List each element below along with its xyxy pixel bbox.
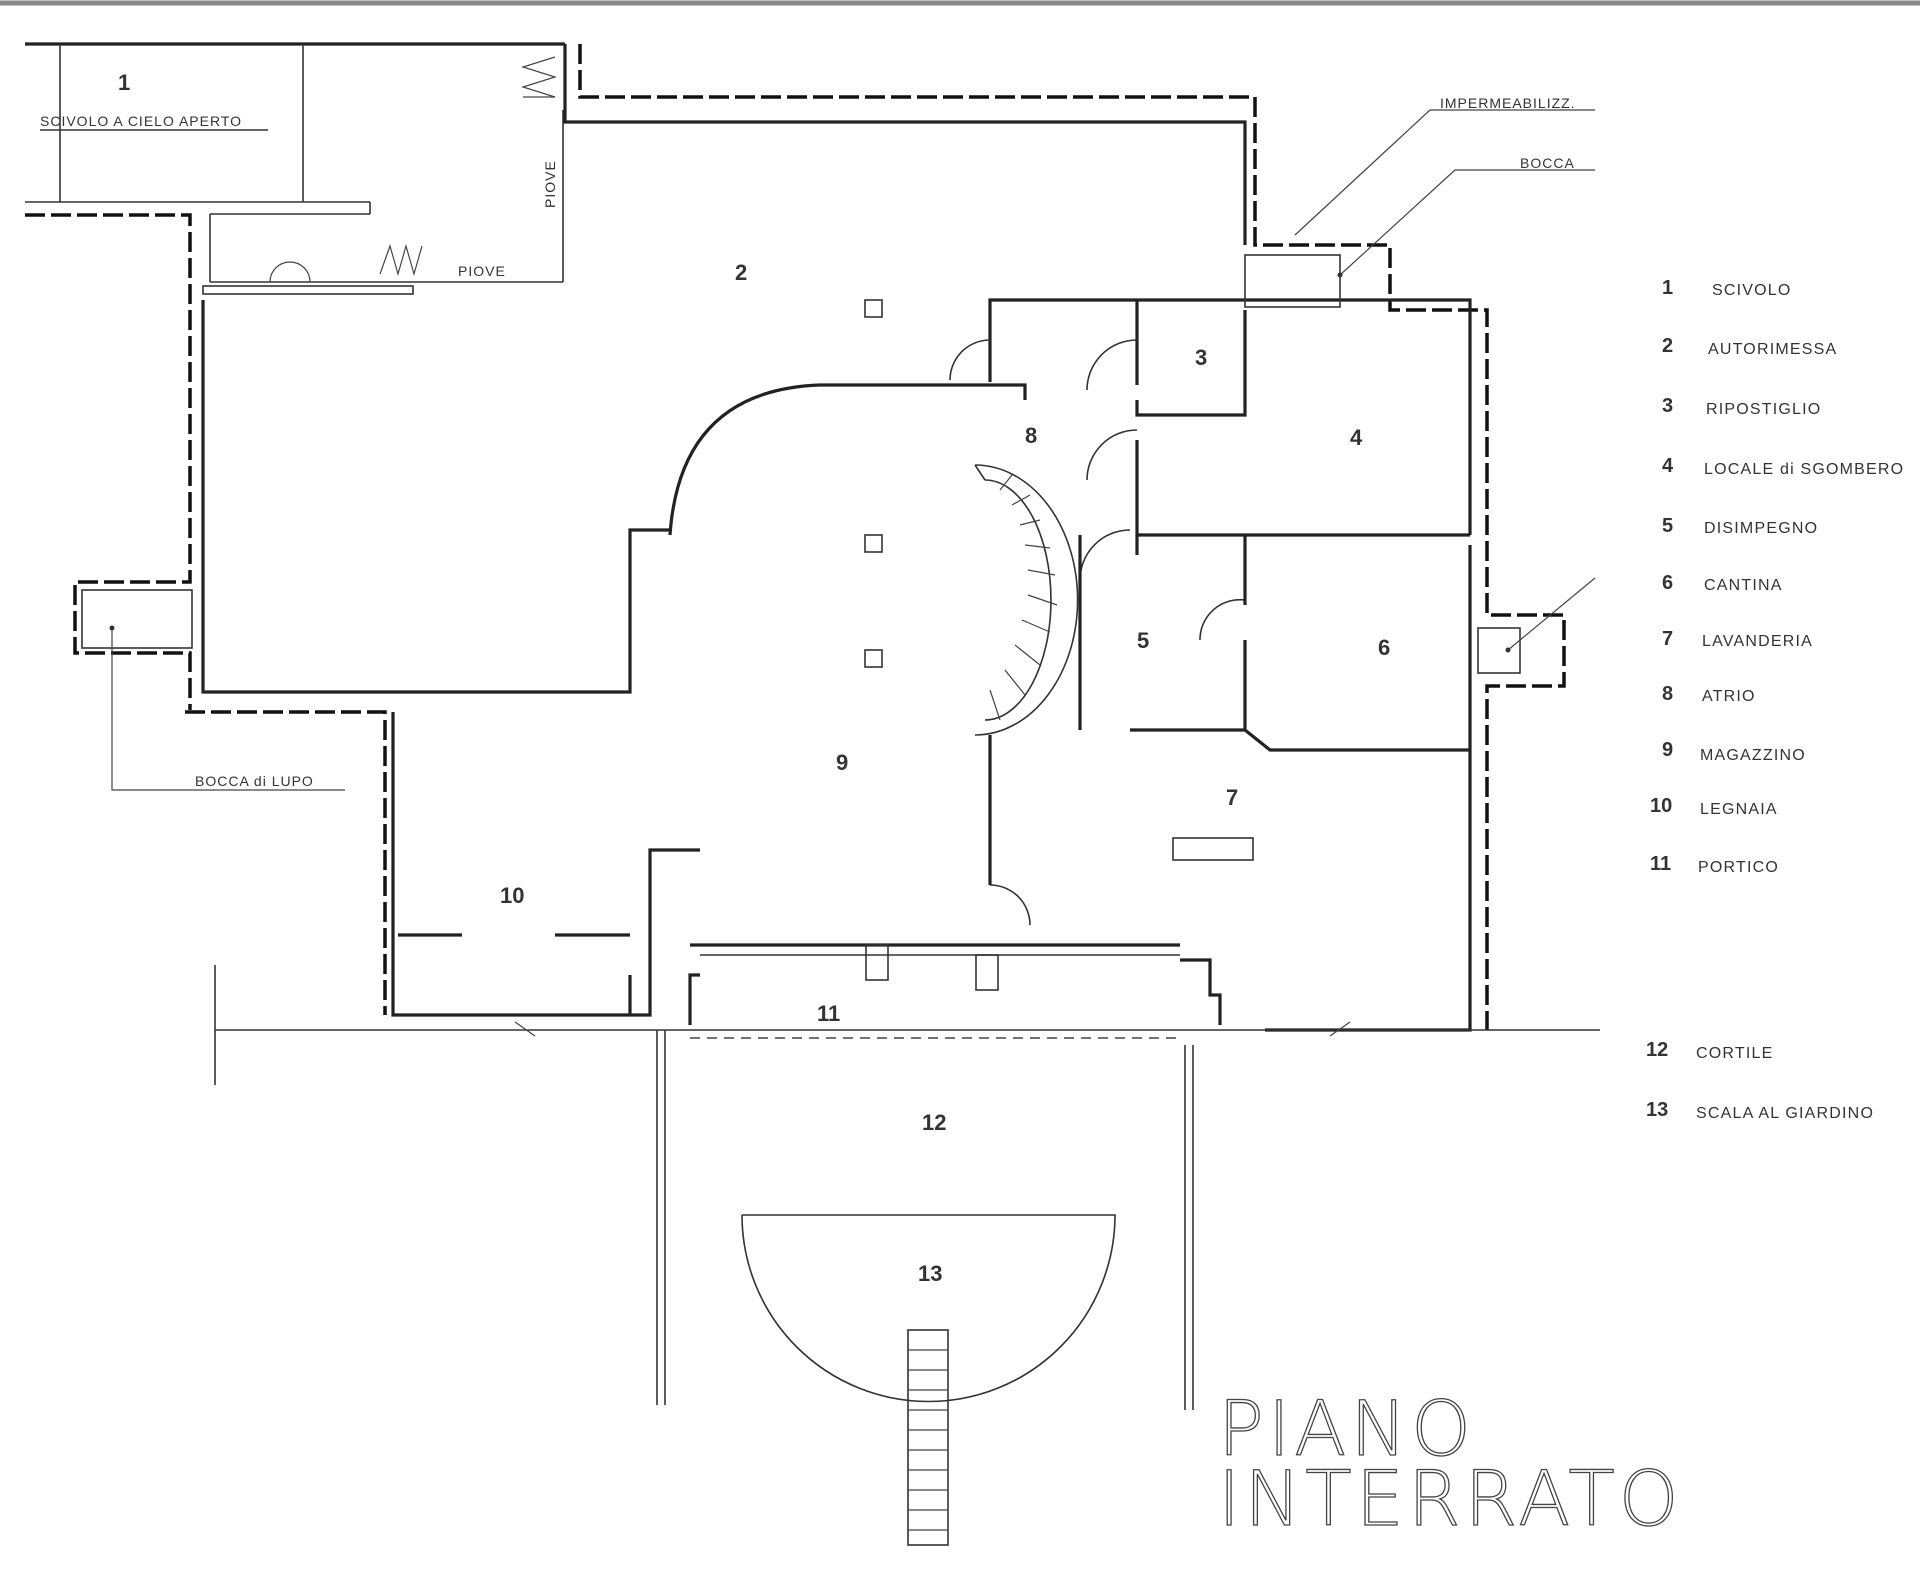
legend-label-11: PORTICO — [1698, 859, 1779, 876]
legend-num-11: 11 — [1650, 853, 1671, 875]
legend-num-5: 5 — [1662, 515, 1673, 537]
legend-num-6: 6 — [1662, 572, 1673, 594]
note-impermeabilizz: IMPERMEABILIZZ. — [1440, 95, 1576, 111]
room-number-1: 1 — [118, 70, 130, 95]
room-number-9: 9 — [836, 750, 848, 775]
legend-num-2: 2 — [1662, 335, 1673, 357]
legend-num-1: 1 — [1662, 277, 1673, 299]
legend-label-4: LOCALE di SGOMBERO — [1704, 461, 1904, 478]
legend-label-2: AUTORIMESSA — [1708, 341, 1837, 358]
legend-label-9: MAGAZZINO — [1700, 747, 1806, 764]
legend-num-3: 3 — [1662, 395, 1673, 417]
note-scivolo: SCIVOLO A CIELO APERTO — [40, 113, 242, 129]
legend-num-9: 9 — [1662, 739, 1673, 761]
room-number-11: 11 — [817, 1001, 840, 1026]
legend-label-10: LEGNAIA — [1700, 801, 1778, 818]
ramp-walls — [25, 42, 567, 295]
note-piove-1: PIOVE — [458, 263, 506, 279]
note-piove-2: PIOVE — [542, 160, 558, 208]
note-bocca-top: BOCCA — [1520, 155, 1575, 171]
garden-stair — [741, 1214, 1116, 1546]
legend-label-13: SCALA AL GIARDINO — [1696, 1105, 1874, 1122]
portico-courtyard — [214, 965, 1600, 1410]
room-number-2: 2 — [735, 260, 747, 285]
drawing-title: PIANO INTERRATO — [1217, 1383, 1683, 1543]
garage-walls — [81, 110, 1247, 1017]
legend-num-10: 10 — [1650, 795, 1672, 817]
legend-num-13: 13 — [1646, 1099, 1668, 1121]
note-bocca-di-lupo: BOCCA di LUPO — [195, 773, 314, 789]
legend-label-5: DISIMPEGNO — [1704, 520, 1818, 537]
atrium-walls — [668, 298, 1472, 641]
legend-label-1: SCIVOLO — [1712, 282, 1792, 299]
legend-num-4: 4 — [1662, 455, 1674, 477]
room-number-8: 8 — [1025, 423, 1037, 448]
legend: 1 SCIVOLO 2 AUTORIMESSA 3 RIPOSTIGLIO 4 … — [1646, 277, 1904, 1122]
legend-num-8: 8 — [1662, 683, 1673, 705]
legend-label-8: ATRIO — [1702, 688, 1756, 705]
room-number-7: 7 — [1226, 785, 1238, 810]
room-number-6: 6 — [1378, 635, 1390, 660]
legend-label-6: CANTINA — [1704, 577, 1783, 594]
room-number-5: 5 — [1137, 628, 1149, 653]
storage-walls — [398, 848, 1222, 1025]
title-line-1: PIANO — [1218, 1384, 1475, 1473]
legend-num-7: 7 — [1662, 628, 1673, 650]
legend-label-3: RIPOSTIGLIO — [1706, 401, 1821, 418]
legend-label-12: CORTILE — [1696, 1045, 1773, 1062]
title-line-2: INTERRATO — [1218, 1454, 1683, 1543]
room-number-13: 13 — [918, 1261, 942, 1286]
legend-num-12: 12 — [1646, 1039, 1668, 1061]
room-number-4: 4 — [1350, 425, 1363, 450]
legend-label-7: LAVANDERIA — [1702, 633, 1813, 650]
drawing-notes: SCIVOLO A CIELO APERTO PIOVE PIOVE IMPER… — [40, 95, 1576, 789]
perimeter-walls — [25, 44, 1566, 1030]
spiral-stair — [974, 464, 1079, 736]
room-numbers: 1 2 3 4 5 6 7 8 9 10 11 12 13 — [118, 70, 1390, 1286]
service-room-walls — [988, 254, 1521, 1032]
annotation-leaders — [109, 109, 1596, 791]
room-number-10: 10 — [500, 883, 524, 908]
room-number-12: 12 — [922, 1110, 946, 1135]
room-number-3: 3 — [1195, 345, 1207, 370]
